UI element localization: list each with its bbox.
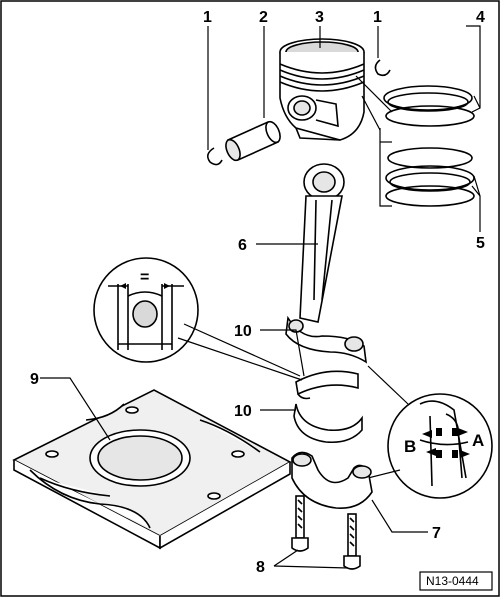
equal-sign-label: = [140,269,149,286]
callout-5-rings: 5 [476,235,485,252]
callout-10-shell-upper: 10 [234,323,252,340]
callout-4-rings: 4 [476,9,485,26]
callout-1-circlip-right: 1 [373,9,382,26]
circlip-right [374,59,391,77]
figure-reference-text: N13-0444 [426,574,479,588]
marker-b: B [404,437,416,456]
piston-pin [225,120,281,162]
callout-1-circlip-left: 1 [203,9,212,26]
magnifier-detail-gap: = [93,257,303,381]
leader-lines [40,25,481,569]
callout-7-bearing-cap: 7 [432,525,441,542]
cylinder-block [12,389,292,550]
callout-9-cylinder-block: 9 [30,371,39,388]
figure-reference: N13-0444 [419,571,493,591]
connecting-rod [285,163,368,364]
circlip-left [206,147,223,166]
magnifier-detail-marks: B A [359,365,493,499]
cap-bolt-left [291,495,309,552]
piston-rings-lower [385,147,475,207]
callout-2-piston-pin: 2 [259,9,268,26]
piston [279,38,365,141]
callout-6-connecting-rod: 6 [238,237,247,254]
callout-3-piston: 3 [315,9,324,26]
bearing-shell-upper [295,370,359,400]
cap-bolt-right [343,513,361,570]
callout-10-shell-lower: 10 [234,403,252,420]
bearing-shell-lower [293,403,363,444]
callout-8-bolts: 8 [256,559,265,576]
bearing-cap [291,451,373,509]
marker-a: A [472,431,484,450]
ring-leader-lines [355,75,393,207]
piston-rings-upper [383,85,475,127]
